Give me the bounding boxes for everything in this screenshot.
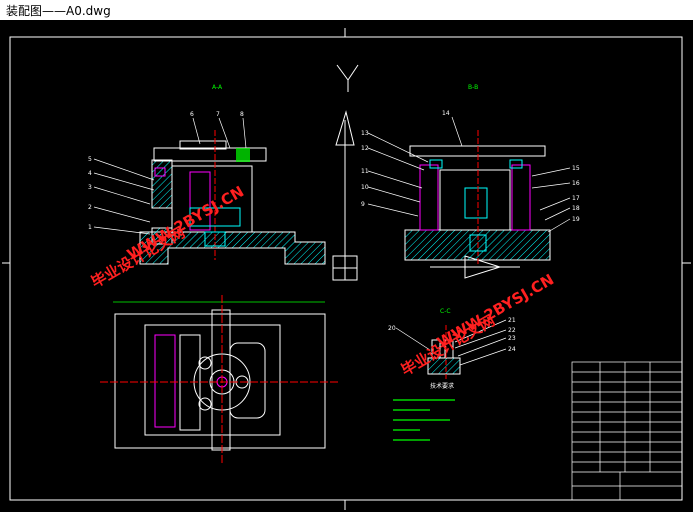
- window-titlebar: 装配图——A0.dwg: [0, 0, 693, 21]
- callout-10: 10: [361, 184, 369, 191]
- callout-9: 9: [361, 201, 365, 208]
- view-bb: [404, 130, 551, 265]
- view-cc: [427, 325, 461, 380]
- callout-4: 4: [88, 170, 92, 177]
- callout-16: 16: [572, 180, 580, 187]
- callouts-cc: 20 21 22 23 24: [388, 317, 516, 353]
- callout-15: 15: [572, 165, 580, 172]
- view-aa: [139, 130, 326, 265]
- notes-lines: [393, 399, 455, 441]
- aa-base-plate: [139, 231, 326, 265]
- section-label-cc: C-C: [440, 308, 451, 315]
- callout-24: 24: [508, 346, 516, 353]
- notes-title: 技术要求: [430, 382, 454, 390]
- callout-12: 12: [361, 145, 369, 152]
- watermark-2: 毕业设计论文网 WWW.2BYSJ.CN: [398, 270, 557, 379]
- callout-21: 21: [508, 317, 516, 324]
- callout-18: 18: [572, 205, 580, 212]
- roughness-symbol: [336, 64, 359, 92]
- aa-left-bracket: [151, 159, 173, 209]
- callout-23: 23: [508, 335, 516, 342]
- callouts-aa: 1 2 3 4 5 6 7 8: [88, 111, 244, 231]
- drawing-canvas[interactable]: A-A B-B C-C 1 2 3 4 5 6 7 8: [0, 20, 693, 512]
- callout-11: 11: [361, 168, 369, 175]
- callout-19: 19: [572, 216, 580, 223]
- title-block: [571, 361, 683, 501]
- callout-2: 2: [88, 204, 92, 211]
- cad-drawing: A-A B-B C-C 1 2 3 4 5 6 7 8: [2, 28, 691, 510]
- aa-green-part: [236, 148, 250, 162]
- window-title: 装配图——A0.dwg: [6, 4, 111, 18]
- view-plan: [100, 295, 340, 465]
- svg-text:WWW.2BYSJ.CN: WWW.2BYSJ.CN: [434, 270, 557, 351]
- drawing-border: [9, 36, 683, 501]
- callout-22: 22: [508, 327, 516, 334]
- section-label-bb: B-B: [468, 84, 478, 91]
- callout-7: 7: [216, 111, 220, 118]
- callout-6: 6: [190, 111, 194, 118]
- svg-text:WWW.2BYSJ.CN: WWW.2BYSJ.CN: [124, 182, 247, 263]
- callout-5: 5: [88, 156, 92, 163]
- callout-8: 8: [240, 111, 244, 118]
- callout-1: 1: [88, 224, 92, 231]
- callout-17: 17: [572, 195, 580, 202]
- callouts-bb: 9 10 11 12 13 14 15 16 17 18 19: [361, 110, 580, 223]
- aa-top-plate: [153, 147, 267, 162]
- section-label-aa: A-A: [212, 84, 223, 91]
- callout-13: 13: [361, 130, 369, 137]
- callout-3: 3: [88, 184, 92, 191]
- callout-20: 20: [388, 325, 396, 332]
- callout-14: 14: [442, 110, 450, 117]
- cone-arrow-top: [335, 110, 355, 146]
- plan-outer-plate: [114, 313, 326, 449]
